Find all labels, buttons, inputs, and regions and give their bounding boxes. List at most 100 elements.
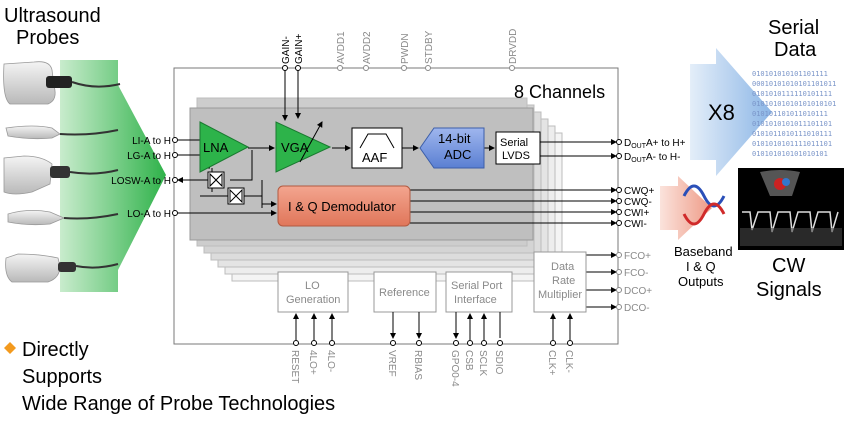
pin-cwq-plus: CWQ+: [624, 186, 654, 197]
adc-label-line1: 14-bit: [438, 131, 471, 146]
lo-generation-block: [277, 271, 349, 313]
pin-pwdn: PWDN: [400, 33, 411, 64]
iq-demodulator-label: I & Q Demodulator: [288, 199, 396, 214]
channels-label: 8 Channels: [514, 82, 605, 102]
pin-rbias: RBIAS: [412, 350, 423, 380]
baseband-line2: I & Q: [686, 259, 716, 274]
serial-data-line1: Serial: [768, 17, 819, 39]
pin-dout-plus: DOUTA+ to H+: [624, 138, 686, 150]
pin-lo: LO-A to H: [127, 209, 171, 220]
serial-data-line2: Data: [774, 39, 817, 61]
pin-gpo: GPO0-4: [449, 350, 460, 387]
pin-vref: VREF: [386, 350, 397, 377]
adc-label-line2: ADC: [444, 147, 471, 162]
pin-dout-minus: DOUTA- to H-: [624, 152, 680, 164]
svg-text:010101010101101111: 010101010101101111: [752, 70, 828, 78]
x8-label: X8: [708, 100, 735, 125]
serial-lvds-line1: Serial: [500, 137, 528, 149]
pin-cwi-plus: CWI+: [624, 208, 649, 219]
pin-losw: LOSW-A to H: [111, 176, 171, 187]
drm-line3: Multiplier: [538, 289, 582, 301]
svg-text:0101011010111010111: 0101011010111010111: [752, 130, 832, 138]
svg-text:0101010101011101101: 0101010101011101101: [752, 120, 832, 128]
lo-generation-line2: Generation: [286, 294, 340, 306]
svg-text:0101010111110101111: 0101010111110101111: [752, 90, 832, 98]
lo-generation-line1: LO: [305, 280, 320, 292]
pin-clk-minus: CLK-: [563, 350, 574, 373]
pin-stdby: STDBY: [424, 30, 435, 64]
svg-text:01010101010101010101: 01010101010101010101: [752, 100, 836, 108]
bullet-line1: Directly: [22, 339, 89, 361]
pin-dco-minus: DCO-: [624, 303, 650, 314]
adc-block: [419, 127, 485, 169]
pin-avdd1: AVDD1: [336, 31, 347, 64]
ultrasound-probe-icon: [5, 125, 119, 140]
pin-4lo-minus: 4LO-: [325, 350, 336, 372]
baseband-arrow: [660, 176, 712, 240]
baseband-line1: Baseband: [674, 244, 733, 259]
cw-signals-line2: Signals: [756, 279, 822, 301]
bullet-line3: Wide Range of Probe Technologies: [22, 393, 335, 415]
pin-sclk: SCLK: [477, 350, 488, 376]
reference-block: [373, 271, 437, 313]
right-pins: DOUTA+ to H+ DOUTA- to H- CWQ+ CWQ- CWI+…: [616, 138, 686, 314]
left-pins: LI-A to H LG-A to H LOSW-A to H LO-A to …: [111, 136, 178, 220]
pin-csb: CSB: [463, 350, 474, 371]
drm-line2: Rate: [552, 275, 575, 287]
sine-wave-icon: [682, 184, 726, 226]
spi-line1: Serial Port: [451, 280, 502, 292]
bottom-pins: RESET 4LO+ 4LO- VREF RBIAS GPO0-4 CSB SC…: [289, 340, 574, 387]
bottom-pin-wires: [293, 312, 573, 340]
drm-line1: Data: [551, 261, 575, 273]
reference-label: Reference: [379, 287, 430, 299]
probes-title-line2: Probes: [16, 27, 79, 49]
ultrasound-probe-icon: [3, 155, 119, 195]
probe-input-arrow: [60, 60, 166, 292]
binary-data-icon: 010101010101101111 00010101010101101011 …: [752, 70, 836, 158]
serial-data-arrow: [690, 48, 772, 176]
doppler-display-icon: [738, 168, 844, 250]
pin-fco-minus: FCO-: [624, 268, 648, 279]
svg-text:00010101010101101011: 00010101010101101011: [752, 80, 836, 88]
lna-block: [199, 121, 250, 173]
ultrasound-probe-icon: [3, 61, 121, 105]
spi-line2: Interface: [454, 294, 497, 306]
pin-clk-plus: CLK+: [546, 350, 557, 375]
cw-signals-line1: CW: [772, 255, 805, 277]
pin-gain-plus: GAIN+: [294, 34, 305, 64]
serial-port-interface-block: [445, 271, 513, 313]
probes-title-line1: Ultrasound: [4, 5, 101, 27]
pin-reset: RESET: [289, 350, 300, 383]
vga-block: [275, 121, 332, 173]
bullet-line2: Supports: [22, 366, 102, 388]
svg-text:0101010101111011101: 0101010101111011101: [752, 140, 832, 148]
aaf-label: AAF: [362, 150, 387, 165]
lna-label: LNA: [203, 140, 229, 155]
switch-icon: [207, 171, 225, 189]
pin-li: LI-A to H: [132, 136, 171, 147]
ultrasound-probe-icon: [7, 210, 119, 226]
pin-cwq-minus: CWQ-: [624, 197, 652, 208]
pin-fco-plus: FCO+: [624, 251, 651, 262]
serial-lvds-line2: LVDS: [502, 150, 530, 162]
svg-text:010101101011010111: 010101101011010111: [752, 110, 828, 118]
pin-4lo-plus: 4LO+: [307, 350, 318, 375]
baseband-line3: Outputs: [678, 274, 724, 289]
pin-drvdd: DRVDD: [508, 29, 519, 64]
data-rate-multiplier-block: [533, 251, 587, 313]
switch-icon: [227, 187, 245, 205]
pin-gain-minus: GAIN-: [281, 36, 292, 64]
ultrasound-probe-icon: [5, 253, 119, 283]
pin-avdd2: AVDD2: [362, 31, 373, 64]
bullet-diamond-icon: [4, 342, 16, 354]
pin-cwi-minus: CWI-: [624, 219, 647, 230]
pin-sdio: SDIO: [493, 350, 504, 375]
serial-lvds-block: [495, 131, 541, 165]
pin-lg: LG-A to H: [127, 151, 171, 162]
top-pins: GAIN- GAIN+ AVDD1 AVDD2 PWDN STDBY DRVDD: [281, 29, 519, 121]
pin-dco-plus: DCO+: [624, 286, 652, 297]
svg-text:010101010101010101: 010101010101010101: [752, 150, 828, 158]
iq-demodulator-block: [277, 185, 411, 227]
